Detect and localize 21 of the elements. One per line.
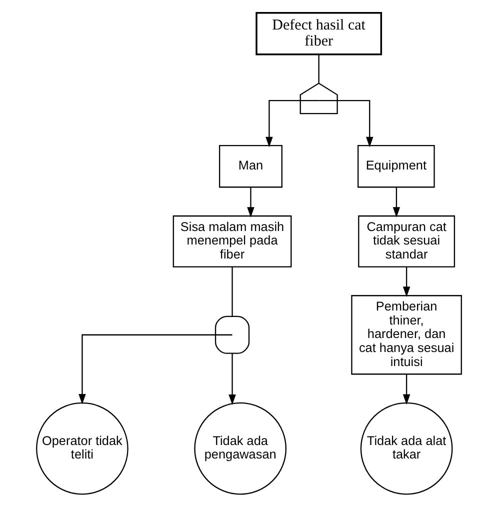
node-circle: Tidak ada alat takar	[360, 402, 453, 495]
node-and-gate	[214, 316, 250, 354]
node-circle: Tidak ada pengawasan	[194, 402, 287, 495]
node-box: Equipment	[358, 145, 435, 188]
node-circle: Operator tidak teliti	[36, 402, 128, 495]
node-or-gate	[300, 82, 338, 114]
arrow	[402, 266, 410, 298]
arrow	[247, 187, 254, 218]
arrow	[402, 374, 410, 405]
arrow	[78, 334, 232, 404]
node-box: Campuran cat tidak sesuai standar	[358, 215, 456, 268]
arrow	[392, 187, 400, 218]
node-box: Pemberian thiner, hardener, dan cat hanya sesuai intuisi	[351, 295, 462, 375]
node-box: Man	[218, 145, 282, 188]
node-box: Sisa malam masih menempel pada fiber	[172, 215, 292, 268]
node-box: Defect hasil cat fiber	[256, 12, 382, 56]
arrow	[266, 100, 319, 148]
connector	[232, 266, 233, 316]
arrow	[228, 353, 236, 405]
arrow	[318, 100, 374, 148]
connector	[318, 54, 320, 83]
